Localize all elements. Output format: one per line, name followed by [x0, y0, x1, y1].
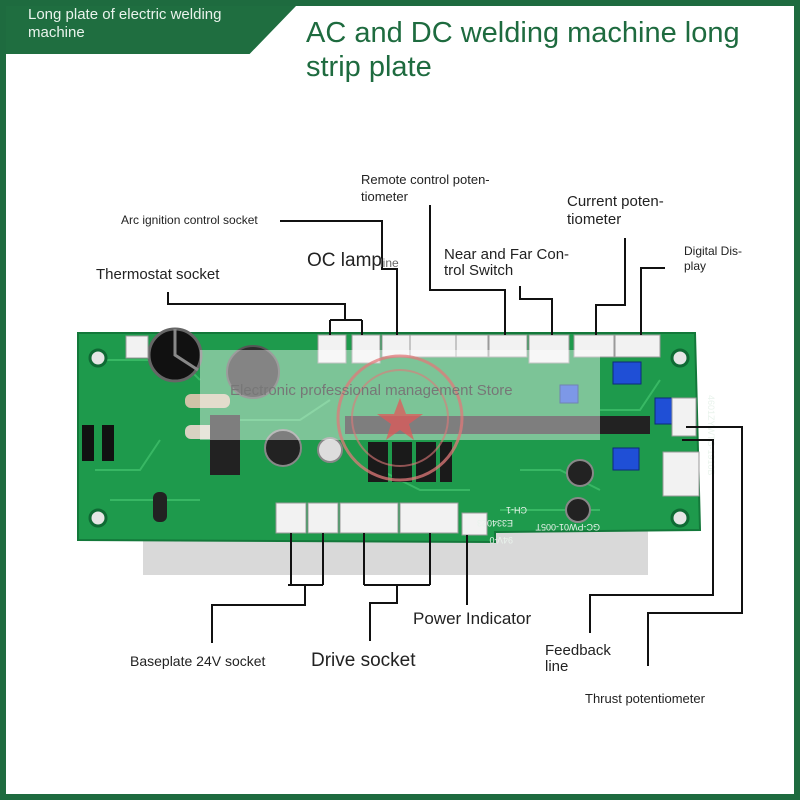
potentiometers	[559, 361, 682, 471]
pcb-ch: CH-1	[506, 505, 527, 515]
label-power-indicator: Power Indicator	[413, 609, 532, 628]
pcb-rating: 94V-0	[489, 535, 513, 545]
regulator	[210, 415, 240, 475]
label-current-pot-line1: Current poten-	[567, 193, 664, 210]
label-feedback-line1: Feedback	[545, 642, 611, 659]
label-remote-control-line2: tiometer	[361, 189, 408, 204]
label-near-far-line2: trol Switch	[444, 262, 514, 279]
bottom-sockets	[275, 502, 488, 536]
right-socket-2	[662, 451, 700, 497]
label-feedback-line: Feedback line	[545, 643, 611, 675]
capacitor-small-4	[565, 497, 591, 523]
page-title: AC and DC welding machine long strip pla…	[306, 17, 740, 83]
label-digital-display-line2: play	[684, 259, 707, 273]
label-current-pot: Current poten- tiometer	[567, 193, 664, 229]
corner-tab: Long plate of electric welding machine	[6, 6, 296, 54]
mount-holes	[88, 348, 690, 528]
resistor-1	[185, 394, 230, 408]
label-drive-socket: Drive socket	[311, 650, 416, 671]
diode-1	[82, 425, 94, 461]
pcb-side-code: 4601ZYWTS-1910B	[706, 395, 716, 476]
diode-2	[102, 425, 114, 461]
label-remote-control-pot: Remote control poten- tiometer	[361, 171, 490, 205]
right-socket-1	[671, 397, 697, 437]
pcb-e-code: E334023	[477, 518, 513, 528]
top-sockets	[125, 334, 661, 364]
label-feedback-line2: line	[545, 658, 569, 675]
label-digital-display: Digital Dis- play	[684, 244, 742, 274]
pcb-bottom-code: GC-PW01-005T	[535, 522, 600, 532]
capacitor-small-3	[566, 459, 594, 487]
watermark-text: Electronic professional management Store	[230, 382, 513, 399]
inductor	[226, 345, 280, 399]
capacitor-small-5	[153, 492, 167, 522]
label-thrust-pot: Thrust potentiometer	[585, 691, 705, 706]
label-baseplate: Baseplate 24V socket	[130, 653, 266, 669]
pin-header	[345, 416, 650, 434]
label-near-far: Near and Far Con- trol Switch	[444, 247, 569, 279]
capacitor-small-2	[317, 437, 343, 463]
label-current-pot-line2: tiometer	[567, 211, 622, 228]
label-thermostat: Thermostat socket	[96, 266, 220, 283]
label-remote-control-line1: Remote control poten-	[361, 172, 490, 187]
label-digital-display-line1: Digital Dis-	[684, 244, 743, 258]
capacitor-small-1	[264, 429, 302, 467]
label-oc-lamp: OC lamp	[307, 250, 382, 271]
label-near-far-line1: Near and Far Con-	[444, 246, 570, 263]
label-arc-ignition: Arc ignition control socket	[121, 213, 258, 227]
label-oc-lamp-tail: line	[380, 256, 399, 270]
corner-label: Long plate of electric welding machine	[28, 6, 222, 41]
